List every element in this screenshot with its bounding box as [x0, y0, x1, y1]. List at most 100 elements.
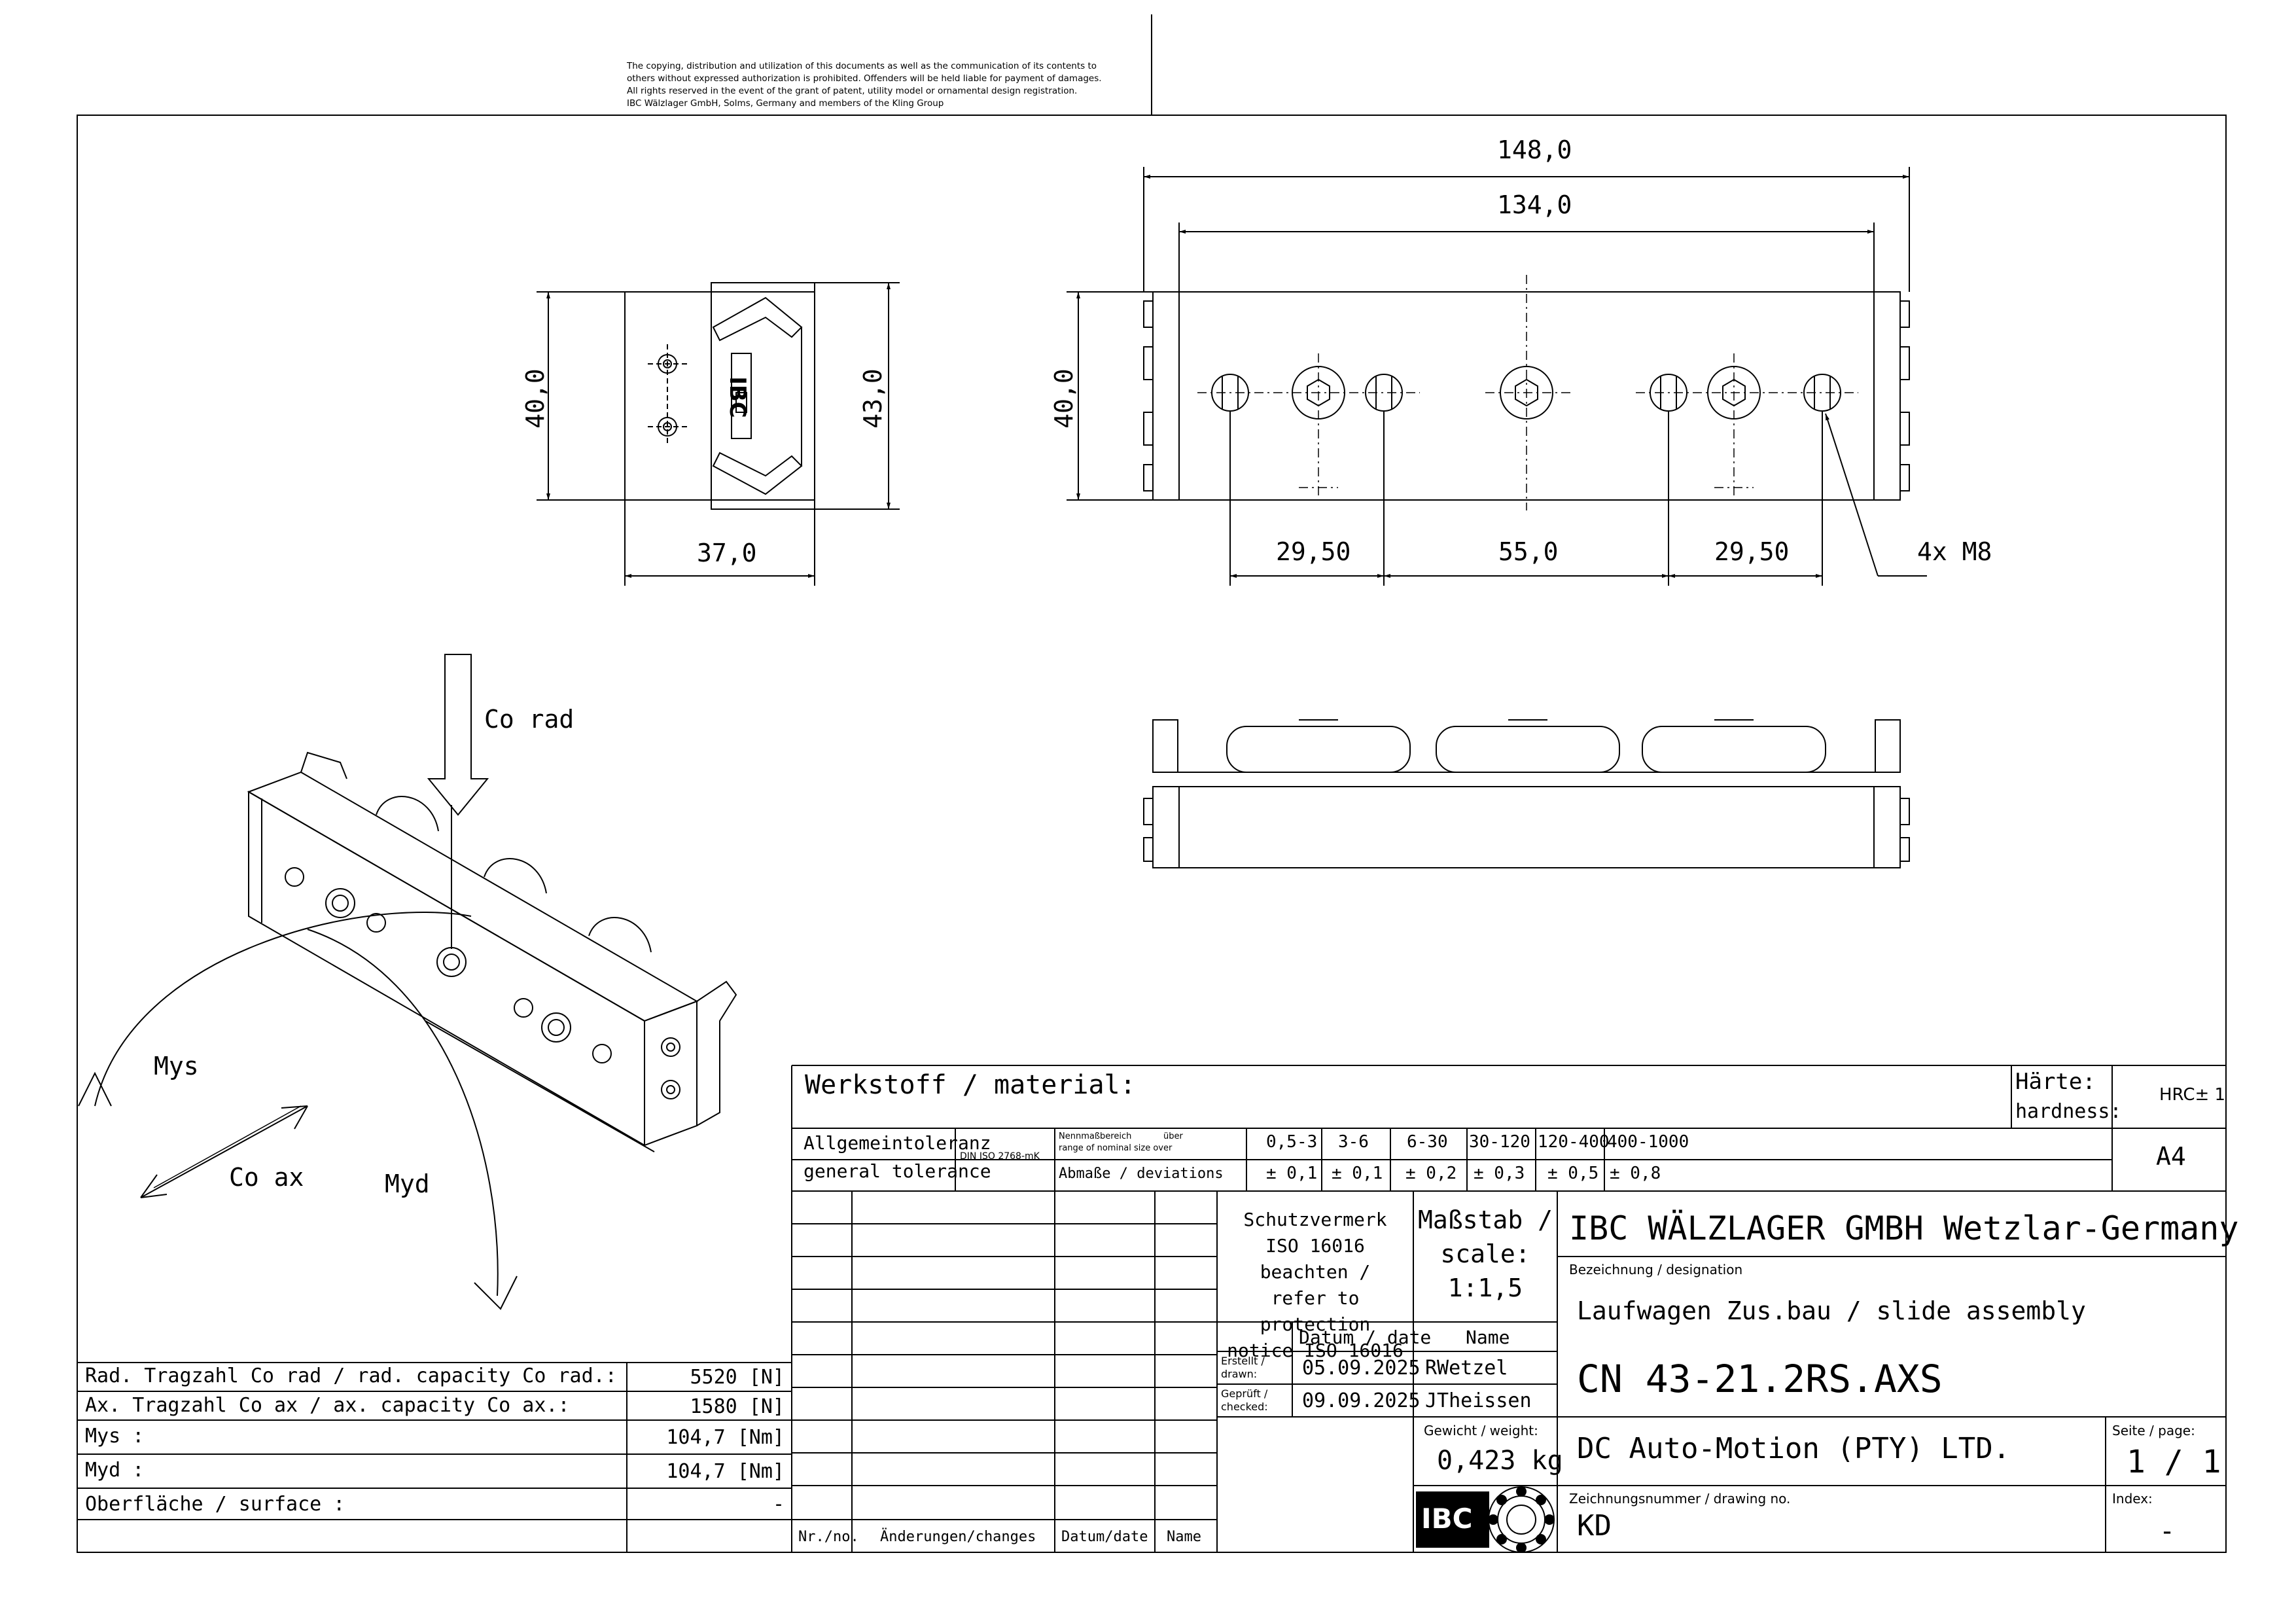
capacity-value: 104,7 [Nm] — [666, 1460, 785, 1483]
checked-label: Geprüft / — [1221, 1387, 1268, 1400]
label-myd: Myd — [385, 1169, 430, 1198]
nominal-label-en: range of nominal size over — [1059, 1143, 1173, 1153]
sheet-format: A4 — [2156, 1142, 2186, 1171]
capacity-value: 1580 [N] — [690, 1395, 785, 1418]
tolerance-label-en: general tolerance — [804, 1160, 991, 1182]
drawing-frame — [77, 115, 2227, 1553]
dim-spacing-mid: 55,0 — [1498, 537, 1559, 566]
deviation-cell: ± 0,5 — [1547, 1164, 1599, 1183]
company-name: IBC WÄLZLAGER GMBH Wetzlar-Germany — [1569, 1209, 2239, 1247]
copyright-line: IBC Wälzlager GmbH, Solms, Germany and m… — [627, 98, 944, 109]
checked-name: JTheissen — [1425, 1389, 1532, 1412]
designation-label: Bezeichnung / designation — [1569, 1262, 1743, 1277]
dim-spacing-right: 29,50 — [1714, 537, 1790, 566]
copyright-notice: The copying, distribution and utilizatio… — [627, 60, 1150, 110]
isometric-view — [247, 751, 737, 1152]
protection-notice: Schutzvermerk ISO 16016 beachten / refer… — [1217, 1207, 1413, 1364]
range-cell: 120-400 — [1538, 1132, 1610, 1152]
ibc-logo-graphic — [1416, 1486, 1555, 1553]
capacity-label: Myd : — [85, 1459, 145, 1482]
nominal-label-over: über — [1163, 1132, 1183, 1141]
copyright-line: The copying, distribution and utilizatio… — [627, 61, 1097, 71]
tolerance-label: Allgemeintoleranz — [804, 1132, 991, 1154]
capacity-label: Oberfläche / surface : — [85, 1493, 345, 1516]
deviation-cell: ± 0,2 — [1405, 1164, 1457, 1183]
index-label: Index: — [2112, 1491, 2153, 1507]
capacity-label: Mys : — [85, 1425, 145, 1448]
scale-line: scale: — [1440, 1240, 1530, 1268]
weight-label: Gewicht / weight: — [1424, 1423, 1538, 1438]
drawing-no-label: Zeichnungsnummer / drawing no. — [1569, 1491, 1791, 1507]
dim-end-width: 37,0 — [697, 539, 757, 567]
thread-callout: 4x M8 — [1917, 537, 1992, 566]
drawing-number: KD — [1577, 1509, 1612, 1543]
drawn-date: 05.09.2025 — [1302, 1357, 1421, 1380]
dim-length-inner: 134,0 — [1497, 190, 1572, 219]
designation: Laufwagen Zus.bau / slide assembly — [1577, 1296, 2086, 1325]
range-cell: 3-6 — [1338, 1132, 1369, 1152]
dim-spacing-left: 29,50 — [1276, 537, 1351, 566]
deviation-cell: ± 0,1 — [1332, 1164, 1383, 1183]
label-mys: Mys — [154, 1052, 199, 1080]
protection-line: refer to protection — [1260, 1287, 1371, 1335]
deviation-cell: ± 0,1 — [1266, 1164, 1318, 1183]
tolerance-standard: DIN ISO 2768-mK — [960, 1151, 1040, 1162]
hardness-label-en: hardness: — [2015, 1100, 2122, 1123]
range-cell: 30-120 — [1469, 1132, 1530, 1152]
label-co-ax: Co ax — [229, 1163, 304, 1192]
copyright-line: All rights reserved in the event of the … — [627, 86, 1078, 96]
scale-box: Maßstab / scale: 1:1,5 — [1413, 1203, 1557, 1305]
page-value: 1 / 1 — [2127, 1444, 2221, 1480]
nominal-label: Nennmaßbereich — [1059, 1132, 1132, 1141]
dim-front-height: 40,0 — [1049, 368, 1078, 429]
range-cell: 400-1000 — [1607, 1132, 1689, 1152]
bottom-view — [1143, 719, 1910, 868]
ibc-logo-text: IBC — [1421, 1503, 1473, 1535]
rev-header-name: Name — [1167, 1529, 1201, 1545]
capacity-table-lines — [77, 1362, 792, 1552]
checked-label-en: checked: — [1221, 1400, 1268, 1413]
name-header: Name — [1466, 1327, 1510, 1348]
drawn-name: RWetzel — [1425, 1357, 1508, 1380]
copyright-line: others without expressed authorization i… — [627, 73, 1102, 84]
end-logo: IBC — [724, 376, 751, 418]
drawn-label: Erstellt / — [1221, 1355, 1265, 1367]
scale-line: 1:1,5 — [1447, 1274, 1523, 1302]
dim-length-total: 148,0 — [1497, 135, 1572, 164]
label-co-rad: Co rad — [484, 705, 574, 734]
checked-date: 09.09.2025 — [1302, 1389, 1421, 1412]
date-header: Datum / date — [1299, 1327, 1432, 1348]
index-value: - — [2159, 1516, 2176, 1546]
title-block-lines — [791, 1065, 2226, 1552]
capacity-value: 104,7 [Nm] — [666, 1426, 785, 1449]
capacity-value: 5520 [N] — [690, 1366, 785, 1389]
capacity-label: Rad. Tragzahl Co rad / rad. capacity Co … — [85, 1364, 617, 1387]
end-view — [537, 282, 900, 586]
hardness-value: HRC± 1 — [2159, 1085, 2226, 1105]
deviation-label: Abmaße / deviations — [1059, 1166, 1224, 1182]
protection-line: notice ISO 16016 — [1227, 1340, 1404, 1361]
load-arrows — [78, 654, 518, 1310]
hardness-label: Härte: — [2015, 1069, 2096, 1095]
rev-header-changes: Änderungen/changes — [880, 1529, 1036, 1545]
customer-name: DC Auto-Motion (PTY) LTD. — [1577, 1432, 2011, 1465]
deviation-cell: ± 0,3 — [1474, 1164, 1525, 1183]
range-cell: 6-30 — [1407, 1132, 1448, 1152]
protection-line: Schutzvermerk — [1243, 1209, 1387, 1230]
scale-line: Maßstab / — [1418, 1205, 1553, 1234]
front-view — [1067, 167, 1927, 586]
dim-end-height-total: 43,0 — [858, 368, 887, 429]
range-cell: 0,5-3 — [1266, 1132, 1318, 1152]
dim-end-height: 40,0 — [520, 368, 550, 429]
drawn-label-en: drawn: — [1221, 1368, 1258, 1380]
weight-value: 0,423 kg — [1437, 1446, 1563, 1476]
capacity-label: Ax. Tragzahl Co ax / ax. capacity Co ax.… — [85, 1394, 570, 1417]
protection-line: ISO 16016 beachten / — [1260, 1235, 1371, 1283]
capacity-value: - — [772, 1493, 785, 1516]
deviation-cell: ± 0,8 — [1610, 1164, 1661, 1183]
page-label: Seite / page: — [2112, 1423, 2195, 1438]
material-label: Werkstoff / material: — [805, 1070, 1136, 1100]
rev-header-date: Datum/date — [1061, 1529, 1148, 1545]
part-number: CN 43-21.2RS.AXS — [1577, 1357, 1943, 1401]
